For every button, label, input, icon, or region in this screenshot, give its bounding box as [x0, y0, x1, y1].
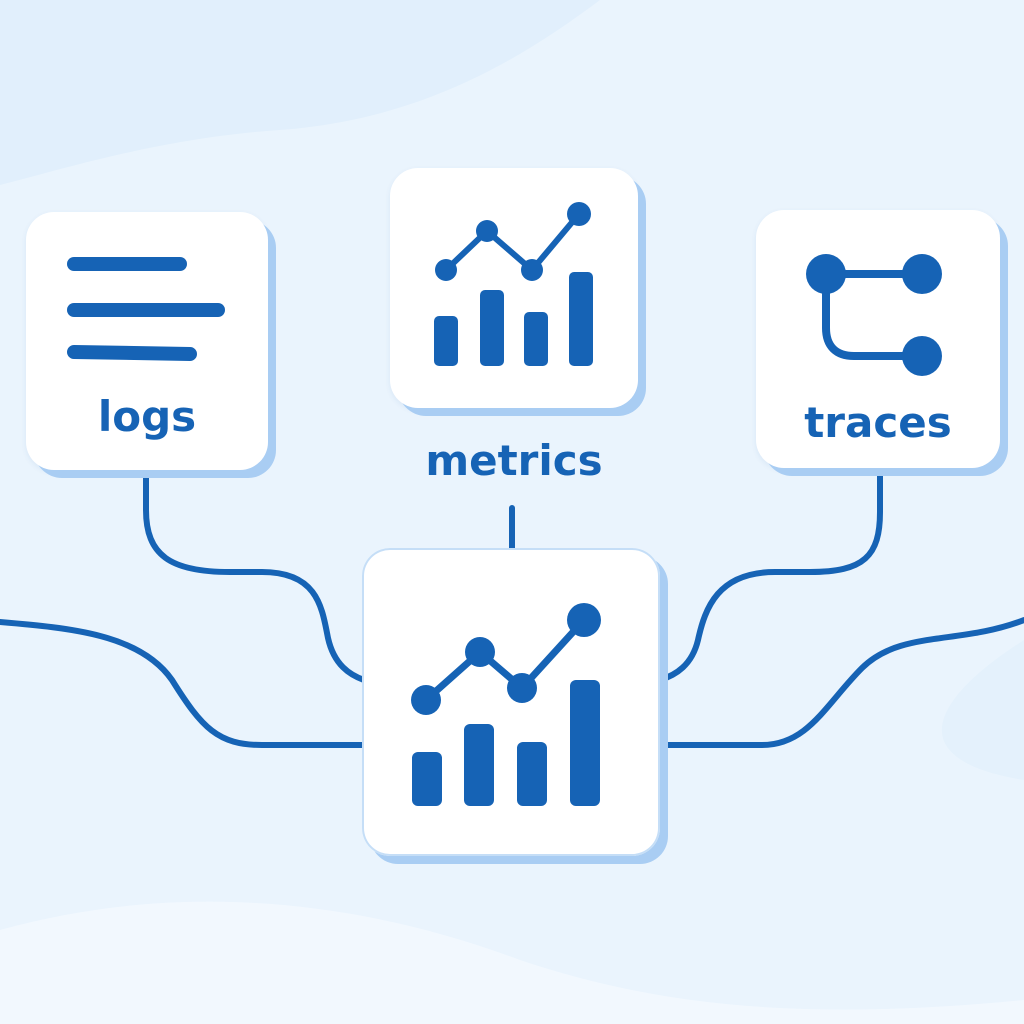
logs-card[interactable]: [26, 212, 268, 470]
background-wave-bottom: [0, 901, 1024, 1024]
traces-card[interactable]: [756, 210, 1000, 468]
connector-logs-to-hub: [143, 469, 367, 683]
background-wave-top: [0, 0, 600, 185]
hub-line-bar-chart-icon: [411, 603, 601, 806]
trace-branch-icon: [806, 254, 942, 376]
connector-traces-to-hub: [657, 467, 883, 683]
connector-right-edge-to-hub: [657, 617, 1024, 748]
metrics-card[interactable]: [390, 168, 638, 408]
line-bar-chart-icon: [434, 202, 593, 366]
log-lines-icon: [67, 257, 225, 361]
connector-left-edge-to-hub: [0, 619, 367, 748]
logs-label: logs: [97, 392, 197, 441]
traces-label: traces: [804, 398, 952, 447]
background-wave-right: [941, 640, 1024, 780]
metrics-label: metrics: [425, 436, 603, 485]
hub-card[interactable]: [362, 548, 660, 856]
